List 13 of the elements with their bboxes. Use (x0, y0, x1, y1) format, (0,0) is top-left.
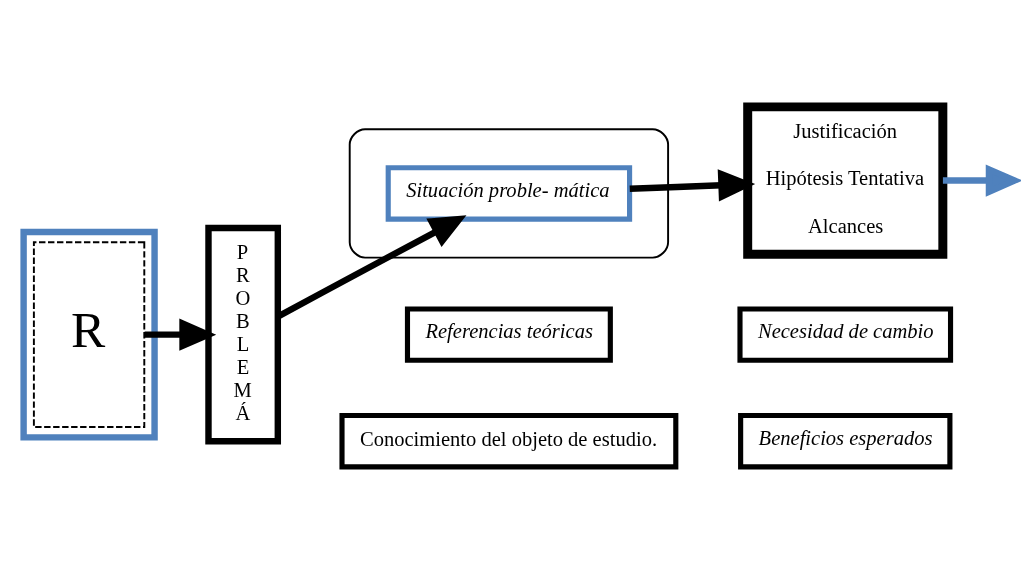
node-box: Beneficios esperados (738, 412, 953, 470)
cluster (348, 128, 670, 259)
node-box: Referencias teóricas (404, 306, 613, 363)
arrow (942, 164, 1021, 197)
node-box: Conocimiento del objeto de estudio. (339, 412, 679, 470)
arrow (629, 169, 756, 202)
arrow (144, 318, 217, 351)
node-box: Necesidad de cambio (737, 306, 954, 363)
node-box: Justificación Hipótesis Tentativa Alcances (743, 102, 948, 259)
cluster (20, 228, 158, 441)
node-box: Situación proble- mática (385, 165, 633, 222)
node-box: P R O B L E M Á (205, 224, 281, 445)
node-box: R (32, 241, 146, 429)
